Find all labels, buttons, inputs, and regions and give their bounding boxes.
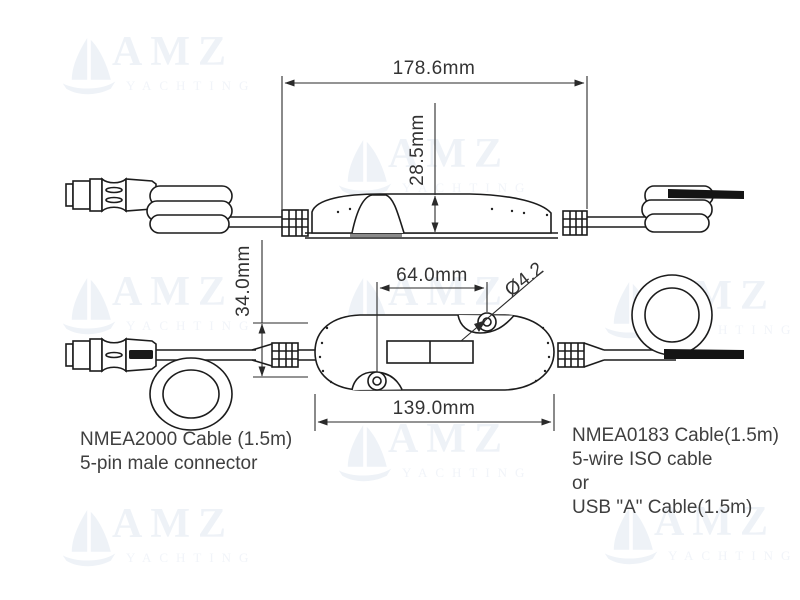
- nmea2000-connector-plan: [65, 337, 157, 373]
- surface-dots: [318, 326, 551, 384]
- cable-hump: [351, 194, 405, 234]
- connector-label: [129, 350, 153, 359]
- nmea2000-connector-side: [65, 177, 157, 213]
- caption-line: USB "A" Cable(1.5m): [572, 497, 753, 518]
- dim-hole-diameter: Ø4.2: [501, 258, 548, 301]
- caption-line: 5-wire ISO cable: [572, 449, 713, 470]
- mount-tab-hole: [351, 371, 403, 391]
- caption-line: 5-pin male connector: [80, 453, 258, 474]
- left-cable-caption: NMEA2000 Cable (1.5m) 5-pin male connect…: [80, 428, 292, 476]
- caption-line: or: [572, 473, 589, 494]
- dimensions: [253, 76, 588, 431]
- stripped-wire-end: [668, 189, 744, 199]
- strain-relief: [557, 342, 585, 368]
- converter-body-plan: [314, 314, 555, 391]
- cable-loop-right: [631, 274, 713, 356]
- strain-relief: [562, 210, 588, 236]
- dim-body-height: 28.5mm: [407, 114, 428, 186]
- gasket-strip: [350, 233, 402, 238]
- dim-body-length: 139.0mm: [393, 398, 476, 419]
- strain-relief: [281, 209, 309, 237]
- dim-hole-spacing: 64.0mm: [396, 265, 468, 286]
- label-recess: [386, 340, 474, 364]
- caption-line: NMEA0183 Cable(1.5m): [572, 425, 779, 446]
- dim-body-width: 34.0mm: [233, 245, 254, 317]
- converter-body-side: [311, 193, 552, 234]
- dim-overall-length: 178.6mm: [393, 58, 476, 79]
- plan-view: [65, 274, 744, 431]
- cable-loop-left: [149, 357, 233, 431]
- coiled-cable-left: [146, 185, 233, 234]
- mount-tab-hole: [457, 312, 515, 334]
- side-view: [65, 177, 744, 239]
- right-cable-caption: NMEA0183 Cable(1.5m) 5-wire ISO cable or…: [572, 424, 779, 520]
- caption-line: NMEA2000 Cable (1.5m): [80, 429, 293, 450]
- surface-dots: [336, 207, 549, 217]
- strain-relief: [271, 342, 299, 368]
- stripped-wire-end: [664, 349, 744, 359]
